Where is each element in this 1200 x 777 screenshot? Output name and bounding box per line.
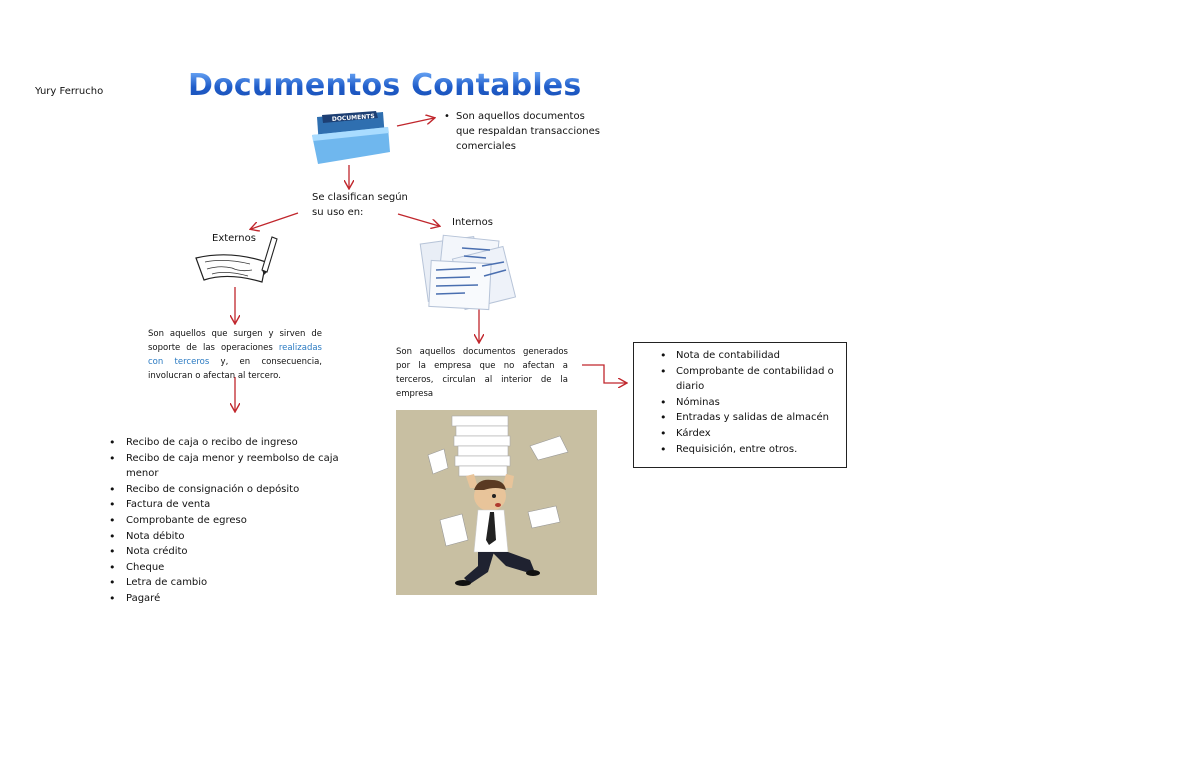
- check-and-pen-icon: [195, 236, 278, 283]
- list-item: Letra de cambio: [104, 575, 364, 591]
- list-item: Kárdex: [646, 426, 838, 442]
- externos-desc-after: y, en consecuencia, involucran o afectan…: [148, 357, 322, 381]
- arrow-to-internos: [397, 213, 439, 226]
- list-item: Nóminas: [646, 395, 838, 411]
- list-item: Factura de venta: [104, 497, 364, 513]
- list-item: Nota crédito: [104, 544, 364, 560]
- internos-description: Son aquellos documentos generados por la…: [396, 347, 568, 399]
- internos-list: Nota de contabilidad Comprobante de cont…: [646, 348, 838, 457]
- list-item: Comprobante de contabilidad o diario: [646, 364, 838, 395]
- externos-list: Recibo de caja o recibo de ingreso Recib…: [104, 435, 364, 607]
- author-name: Yury Ferrucho: [35, 86, 104, 97]
- list-item: Recibo de consignación o depósito: [104, 482, 364, 498]
- internos-box: Nota de contabilidad Comprobante de cont…: [633, 342, 847, 468]
- list-item: Cheque: [104, 560, 364, 576]
- folder-icon: DOCUMENTS: [312, 111, 390, 164]
- list-item: Comprobante de egreso: [104, 513, 364, 529]
- list-item: Recibo de caja menor y reembolso de caja…: [104, 451, 364, 482]
- svg-text:DOCUMENTS: DOCUMENTS: [332, 113, 375, 123]
- list-item: Nota de contabilidad: [646, 348, 838, 364]
- list-item: Entradas y salidas de almacén: [646, 410, 838, 426]
- list-item: Pagaré: [104, 591, 364, 607]
- externos-description: Son aquellos que surgen y sirven de sopo…: [148, 327, 322, 383]
- externos-desc-before: Son aquellos que surgen y sirven de sopo…: [148, 329, 322, 353]
- externos-desc-link: realizadas con terceros: [148, 343, 322, 367]
- arrow-desc-to-box: [582, 364, 626, 383]
- list-item: Recibo de caja o recibo de ingreso: [104, 435, 364, 451]
- definition-text: Son aquellos documentos que respaldan tr…: [441, 109, 606, 154]
- classification-text: Se clasifican según su uso en:: [312, 192, 408, 218]
- list-item: Requisición, entre otros.: [646, 442, 838, 458]
- stressed-worker-illustration: [396, 410, 597, 595]
- page-title: Documentos Contables: [188, 68, 582, 103]
- externos-label: Externos: [212, 233, 256, 244]
- list-item: Nota débito: [104, 529, 364, 545]
- document-stack-icon: [419, 234, 517, 311]
- internos-label: Internos: [452, 217, 493, 228]
- arrow-to-externos: [251, 212, 299, 229]
- arrow-folder-to-definition: [396, 118, 434, 127]
